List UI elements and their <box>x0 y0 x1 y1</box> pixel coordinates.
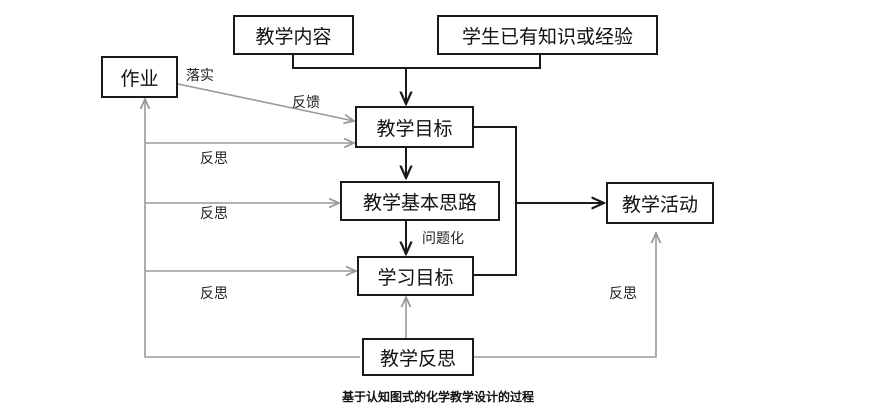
label-reflect-learning: 反思 <box>200 286 228 302</box>
node-goals: 教学目标 <box>355 106 474 148</box>
left-loop <box>145 99 360 358</box>
node-basic-idea: 教学基本思路 <box>340 181 500 221</box>
right-bracket <box>474 126 517 276</box>
node-learning-goals: 学习目标 <box>357 256 474 296</box>
node-prior-knowledge: 学生已有知识或经验 <box>437 15 658 55</box>
label-reflect-activity: 反思 <box>609 286 637 302</box>
node-content: 教学内容 <box>233 15 354 55</box>
node-homework: 作业 <box>101 56 178 98</box>
merge-bracket <box>292 53 541 69</box>
arrow-homework-to-goals <box>177 83 354 121</box>
node-reflection: 教学反思 <box>362 338 474 376</box>
label-reflect-goals: 反思 <box>200 151 228 167</box>
label-reflect-idea: 反思 <box>200 206 228 222</box>
diagram-caption: 基于认知图式的化学教学设计的过程 <box>341 390 534 404</box>
label-problematize: 问题化 <box>422 231 464 247</box>
label-feedback: 反馈 <box>292 95 320 111</box>
node-activity: 教学活动 <box>606 182 714 224</box>
reflect-to-activity <box>474 233 656 358</box>
label-implement: 落实 <box>186 68 214 84</box>
